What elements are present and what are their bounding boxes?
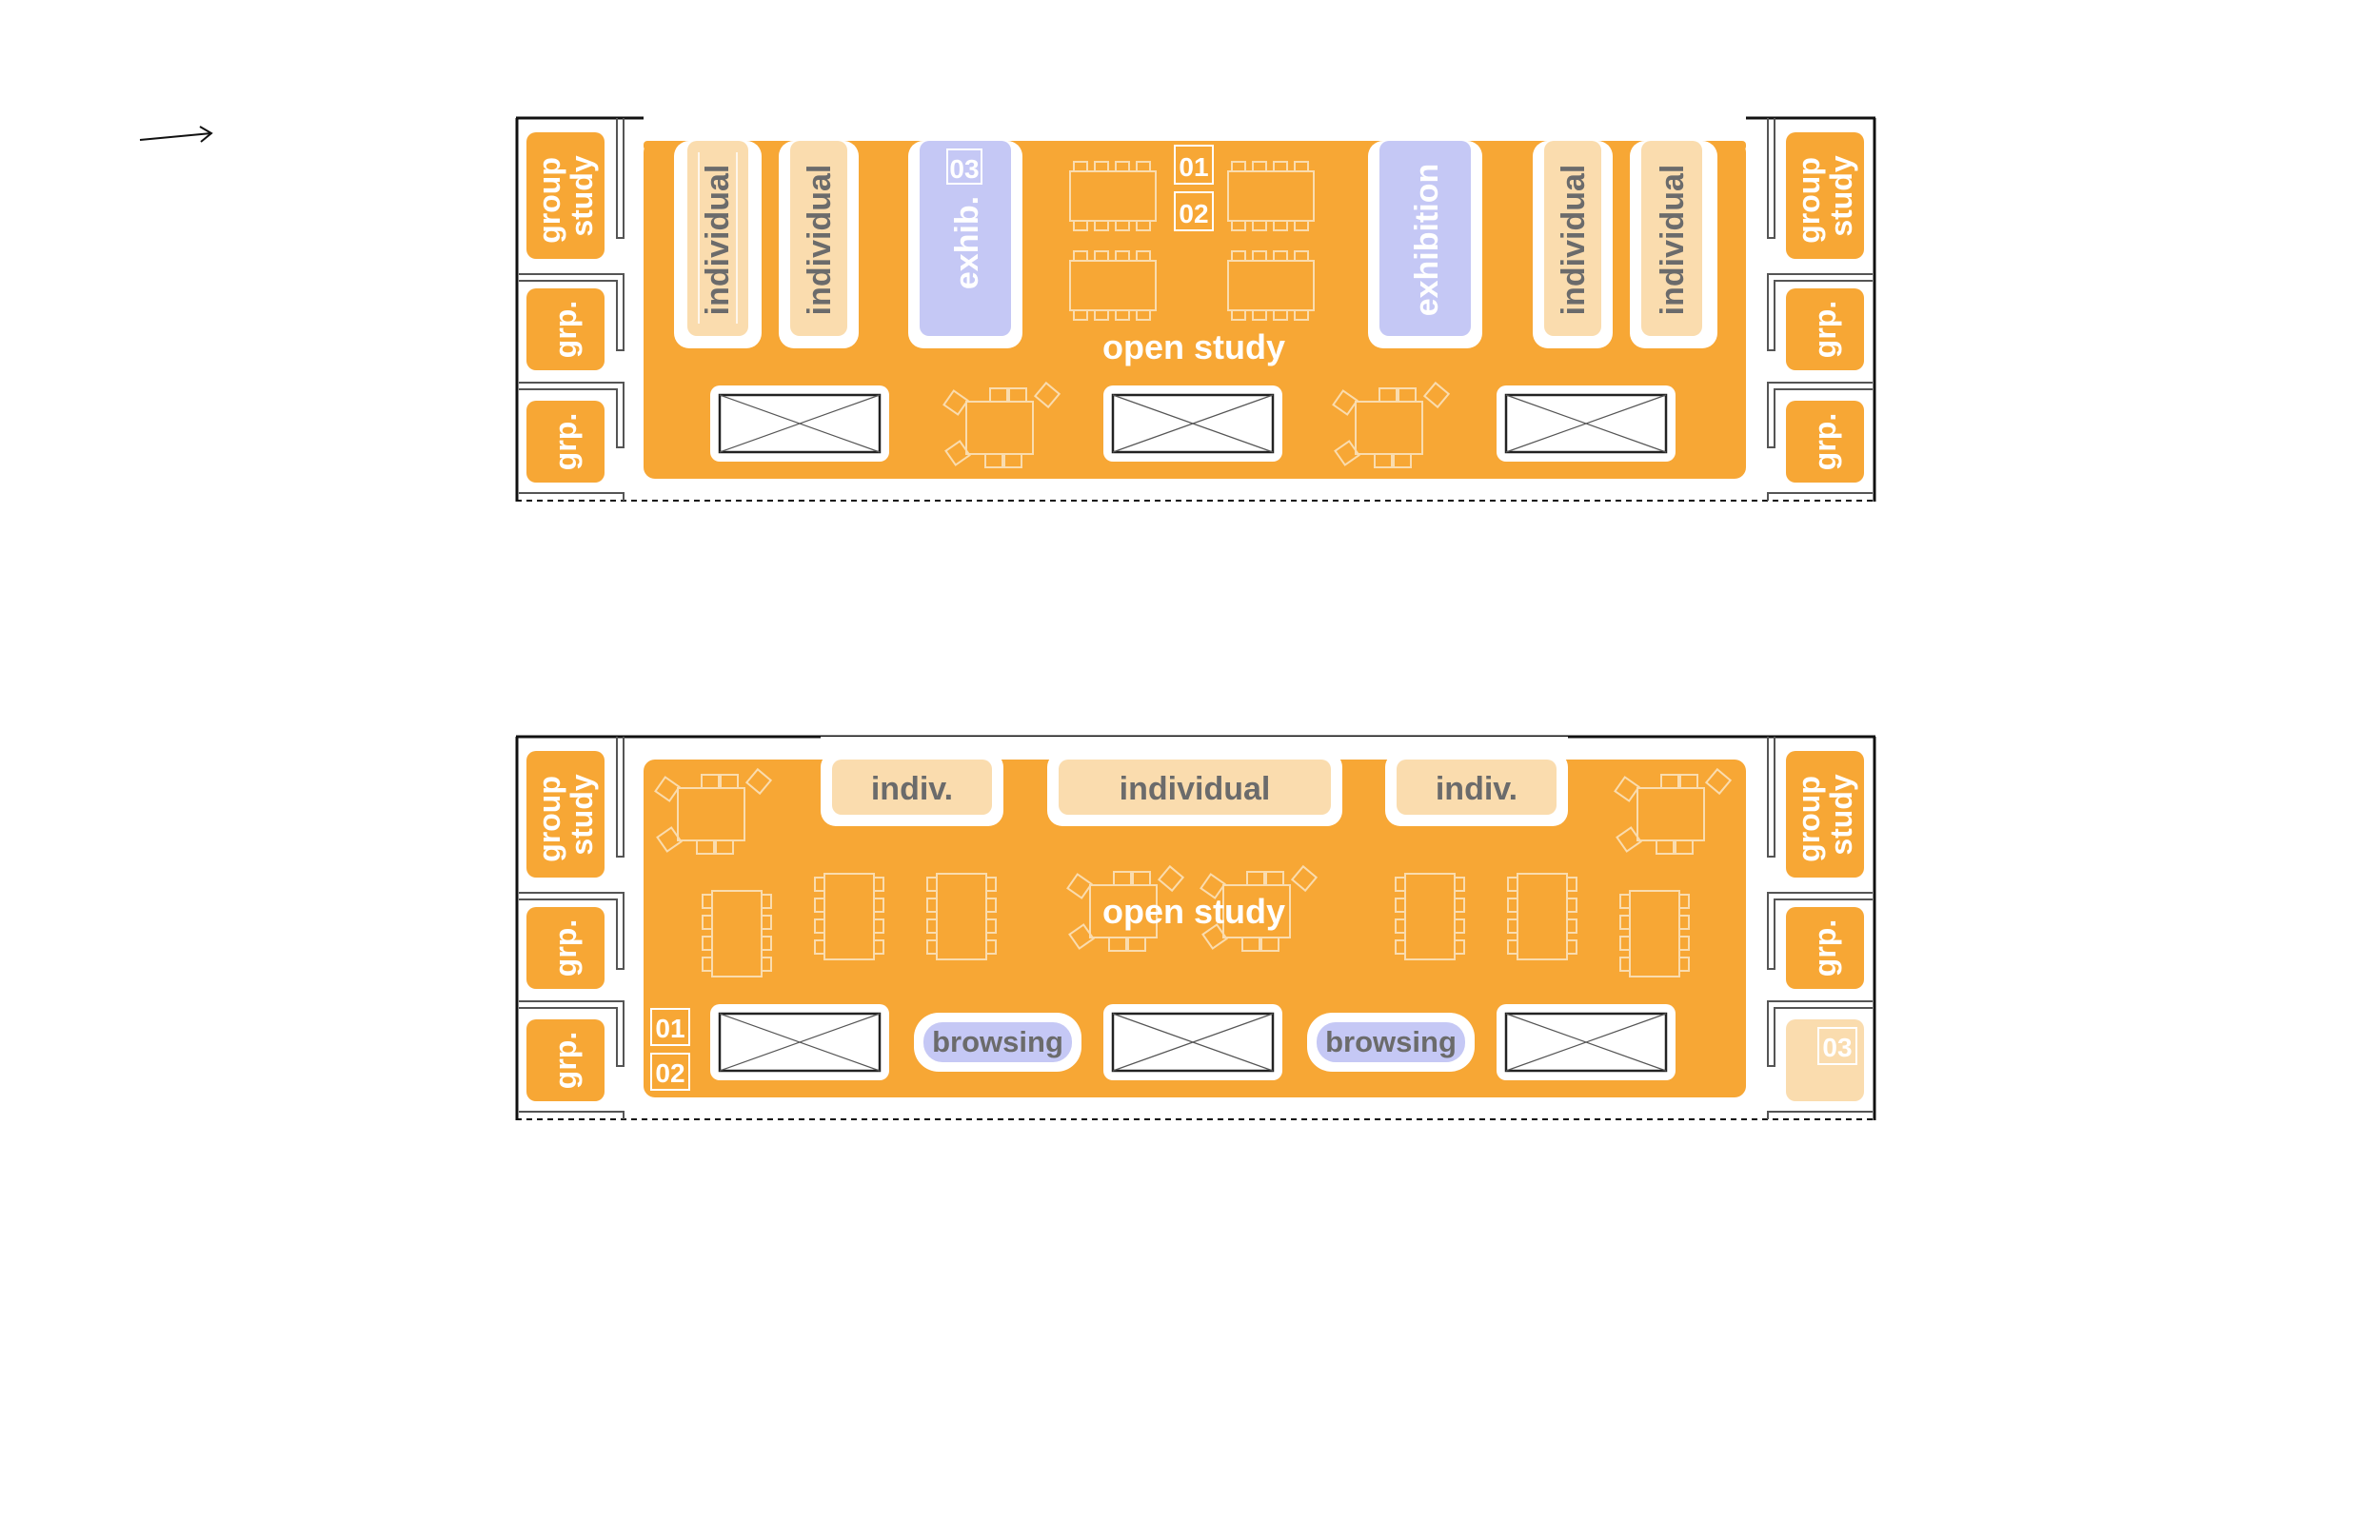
browsing-label-b-1: browsing bbox=[932, 1025, 1063, 1058]
group-study-second-line: study bbox=[565, 155, 599, 237]
arrow-icon bbox=[139, 126, 213, 143]
exhib-label-a: exhib. bbox=[949, 196, 985, 289]
grp-left-b-2: grp. bbox=[548, 1032, 583, 1089]
grp-left-a-1: grp. bbox=[548, 301, 583, 358]
browsing-label-b-2: browsing bbox=[1325, 1025, 1457, 1058]
grp-right-b-1: grp. bbox=[1808, 919, 1842, 977]
group-study-left-a: group study bbox=[532, 148, 599, 244]
group-study-second-line: study bbox=[1824, 774, 1858, 856]
grp-left-a-2: grp. bbox=[548, 413, 583, 470]
exhibition-label-a: exhibition bbox=[1409, 164, 1445, 317]
shelf-cross-icon bbox=[1495, 1002, 1677, 1082]
shelf-cross-icon bbox=[708, 384, 891, 464]
badge-03-a: 03 bbox=[949, 154, 979, 184]
plan-b: group study grp. grp. group study grp. 0… bbox=[515, 735, 1876, 1120]
group-study-right-b: group study bbox=[1792, 767, 1858, 862]
individual-label-a-3: individual bbox=[1556, 165, 1592, 316]
shelf-cross-icon bbox=[1495, 384, 1677, 464]
badge-02-b: 02 bbox=[655, 1058, 684, 1088]
individual-center-b: individual bbox=[1120, 771, 1271, 807]
badge-03-b: 03 bbox=[1822, 1033, 1852, 1062]
grp-right-a-2: grp. bbox=[1808, 413, 1842, 470]
indiv-right-b: indiv. bbox=[1436, 771, 1517, 807]
open-study-label-b: open study bbox=[1102, 892, 1285, 931]
shelf-cross-icon bbox=[708, 1002, 891, 1082]
group-study-second-line: study bbox=[565, 774, 599, 856]
shelf-cross-icon bbox=[1101, 384, 1284, 464]
badge-01-a: 01 bbox=[1179, 152, 1208, 182]
group-study-right-a: group study bbox=[1792, 148, 1858, 244]
grp-left-b-1: grp. bbox=[548, 919, 583, 977]
plan-a: group study grp. grp. group study grp. g… bbox=[515, 114, 1876, 502]
shelf-cross-icon bbox=[1101, 1002, 1284, 1082]
badge-01-b: 01 bbox=[655, 1014, 684, 1043]
grp-right-a-1: grp. bbox=[1808, 301, 1842, 358]
badge-02-a: 02 bbox=[1179, 199, 1208, 228]
group-study-left-b: group study bbox=[532, 767, 599, 862]
group-study-second-line: study bbox=[1824, 155, 1858, 237]
individual-room-a-1 bbox=[698, 152, 738, 324]
open-study-label-a: open study bbox=[1102, 327, 1285, 366]
individual-label-a-4: individual bbox=[1655, 165, 1691, 316]
individual-label-a-1: individual bbox=[700, 165, 736, 316]
indiv-left-b: indiv. bbox=[871, 771, 953, 807]
individual-label-a-2: individual bbox=[802, 165, 838, 316]
